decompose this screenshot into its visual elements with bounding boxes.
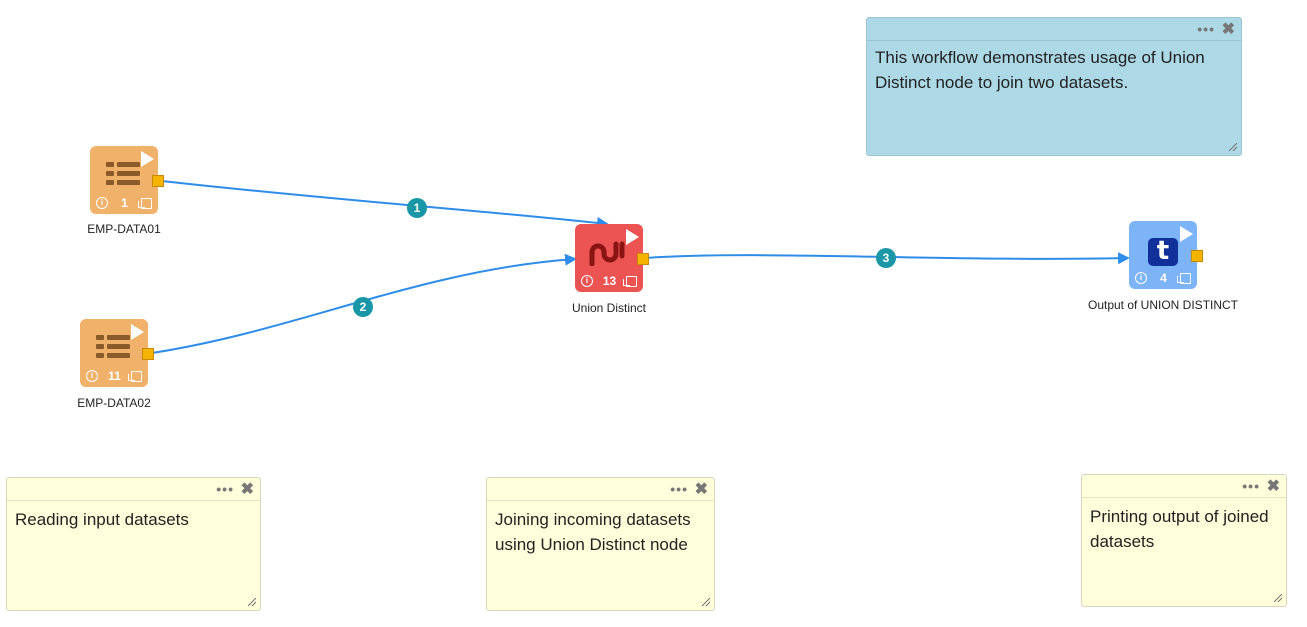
note-header[interactable]: ••• ✖ [1082, 475, 1286, 498]
node-id: 1 [121, 196, 128, 210]
note-text[interactable]: Reading input datasets [15, 510, 189, 529]
run-icon[interactable] [626, 229, 639, 245]
node-id: 11 [108, 369, 121, 383]
note-printing[interactable]: ••• ✖ Printing output of joined datasets [1081, 474, 1287, 607]
edge-1-line[interactable] [161, 180, 609, 229]
close-icon[interactable]: ✖ [240, 481, 254, 498]
run-icon[interactable] [1180, 226, 1193, 242]
note-text[interactable]: This workflow demonstrates usage of Unio… [875, 48, 1205, 92]
dataset-icon [106, 162, 142, 192]
more-icon[interactable]: ••• [216, 481, 234, 497]
edge-3-label: 3 [883, 251, 890, 265]
more-icon[interactable]: ••• [1242, 478, 1260, 494]
edge-2-label: 2 [360, 300, 367, 314]
copy-icon[interactable] [1177, 272, 1191, 284]
info-icon[interactable]: i [96, 197, 108, 209]
run-icon[interactable] [141, 151, 154, 167]
node-label-emp-data01: EMP-DATA01 [87, 222, 161, 236]
description-note[interactable]: ••• ✖ This workflow demonstrates usage o… [866, 17, 1242, 156]
more-icon[interactable]: ••• [1197, 21, 1215, 37]
note-text[interactable]: Printing output of joined datasets [1090, 507, 1269, 551]
copy-icon[interactable] [138, 197, 152, 209]
resize-handle-icon[interactable] [1274, 594, 1282, 602]
output-port[interactable] [142, 348, 154, 360]
dataset-icon [96, 335, 132, 365]
note-header[interactable]: ••• ✖ [7, 478, 260, 501]
output-port[interactable] [152, 175, 164, 187]
union-distinct-icon [589, 241, 625, 266]
note-joining[interactable]: ••• ✖ Joining incoming datasets using Un… [486, 477, 715, 611]
run-icon[interactable] [131, 324, 144, 340]
note-text[interactable]: Joining incoming datasets using Union Di… [495, 510, 691, 554]
output-port[interactable] [637, 253, 649, 265]
union-distinct-node[interactable]: i 13 [575, 224, 649, 292]
close-icon[interactable]: ✖ [1221, 21, 1235, 38]
resize-handle-icon[interactable] [702, 598, 710, 606]
edge-2-line[interactable] [151, 253, 577, 354]
edge-3-line[interactable] [645, 252, 1130, 265]
note-reading[interactable]: ••• ✖ Reading input datasets [6, 477, 261, 611]
edge-2-badge[interactable]: 2 [353, 297, 373, 317]
edge-1-badge[interactable]: 1 [407, 198, 427, 218]
edge-3-badge[interactable]: 3 [876, 248, 896, 268]
copy-icon[interactable] [128, 370, 142, 382]
edge-1-label: 1 [414, 201, 421, 215]
info-icon[interactable]: i [1135, 272, 1147, 284]
more-icon[interactable]: ••• [670, 481, 688, 497]
info-icon[interactable]: i [581, 275, 593, 287]
node-label-emp-data02: EMP-DATA02 [77, 396, 151, 410]
output-port[interactable] [1191, 250, 1203, 262]
copy-icon[interactable] [622, 275, 637, 287]
note-header[interactable]: ••• ✖ [487, 478, 714, 501]
dataset-node-emp-data02[interactable]: i 11 [80, 319, 154, 387]
table-output-icon: t [1148, 238, 1178, 266]
output-node[interactable]: t i 4 [1129, 221, 1203, 289]
close-icon[interactable]: ✖ [694, 481, 708, 498]
note-header[interactable]: ••• ✖ [867, 18, 1241, 41]
dataset-node-emp-data01[interactable]: i 1 [90, 146, 164, 214]
node-label-output: Output of UNION DISTINCT [1087, 298, 1239, 312]
node-id: 4 [1160, 271, 1167, 285]
resize-handle-icon[interactable] [248, 598, 256, 606]
node-id: 13 [602, 274, 617, 288]
resize-handle-icon[interactable] [1229, 143, 1237, 151]
close-icon[interactable]: ✖ [1266, 478, 1280, 495]
node-label-union-distinct: Union Distinct [571, 301, 647, 315]
info-icon[interactable]: i [86, 370, 98, 382]
